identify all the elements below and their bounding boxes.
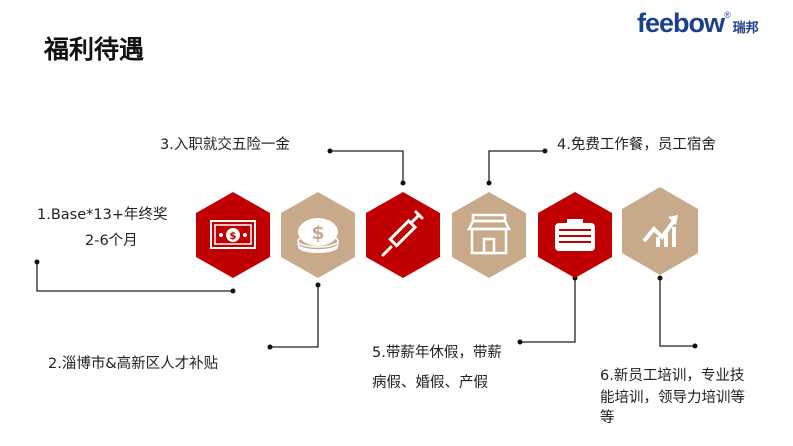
logo-cn: 瑞邦 [732,20,759,35]
hexagon-2: $ [281,192,355,278]
item-4-text: 4.免费工作餐，员工宿舍 [557,137,716,153]
item-6-line3: 等 [600,410,615,426]
registered-mark: ® [724,10,731,20]
hexagon-3 [366,192,440,278]
svg-text:$: $ [230,231,237,242]
syringe-icon [381,210,424,257]
connector-2 [270,285,319,348]
item-6-line1: 6.新员工培训，专业技 [600,368,745,384]
connector-4 [488,150,545,183]
hexagon-5 [538,192,612,278]
hexagon-1: $ [196,192,270,278]
connector-dots [34,148,698,350]
item-3-text: 3.入职就交五险一金 [160,137,290,153]
item-5-line1: 5.带薪年休假，带薪 [372,345,502,361]
item-6-line2: 能培训，领导力培训等 [600,390,745,406]
logo-text: feebow [637,8,725,38]
svg-text:$: $ [311,222,324,244]
growth-chart-icon [642,215,678,247]
banknote-icon: $ [210,220,256,249]
connector-5 [520,278,576,343]
item-1-line2: 2-6个月 [85,233,138,249]
hexagon-6 [622,187,698,275]
item-5-line2: 病假、婚假、产假 [372,375,488,391]
connector-1 [36,262,233,292]
item-2-text: 2.淄博市&高新区人才补贴 [48,356,219,372]
connector-6 [659,278,695,347]
store-icon [466,213,512,255]
connector-3 [330,150,404,183]
page-title: 福利待遇 [44,35,145,64]
suitcase-icon [555,219,595,251]
connector-lines [36,150,695,348]
coins-icon: $ [297,218,339,253]
item-1-line1: 1.Base*13+年终奖 [37,207,168,223]
logo: feebow®瑞邦 [637,8,759,39]
hexagon-4 [452,192,526,278]
